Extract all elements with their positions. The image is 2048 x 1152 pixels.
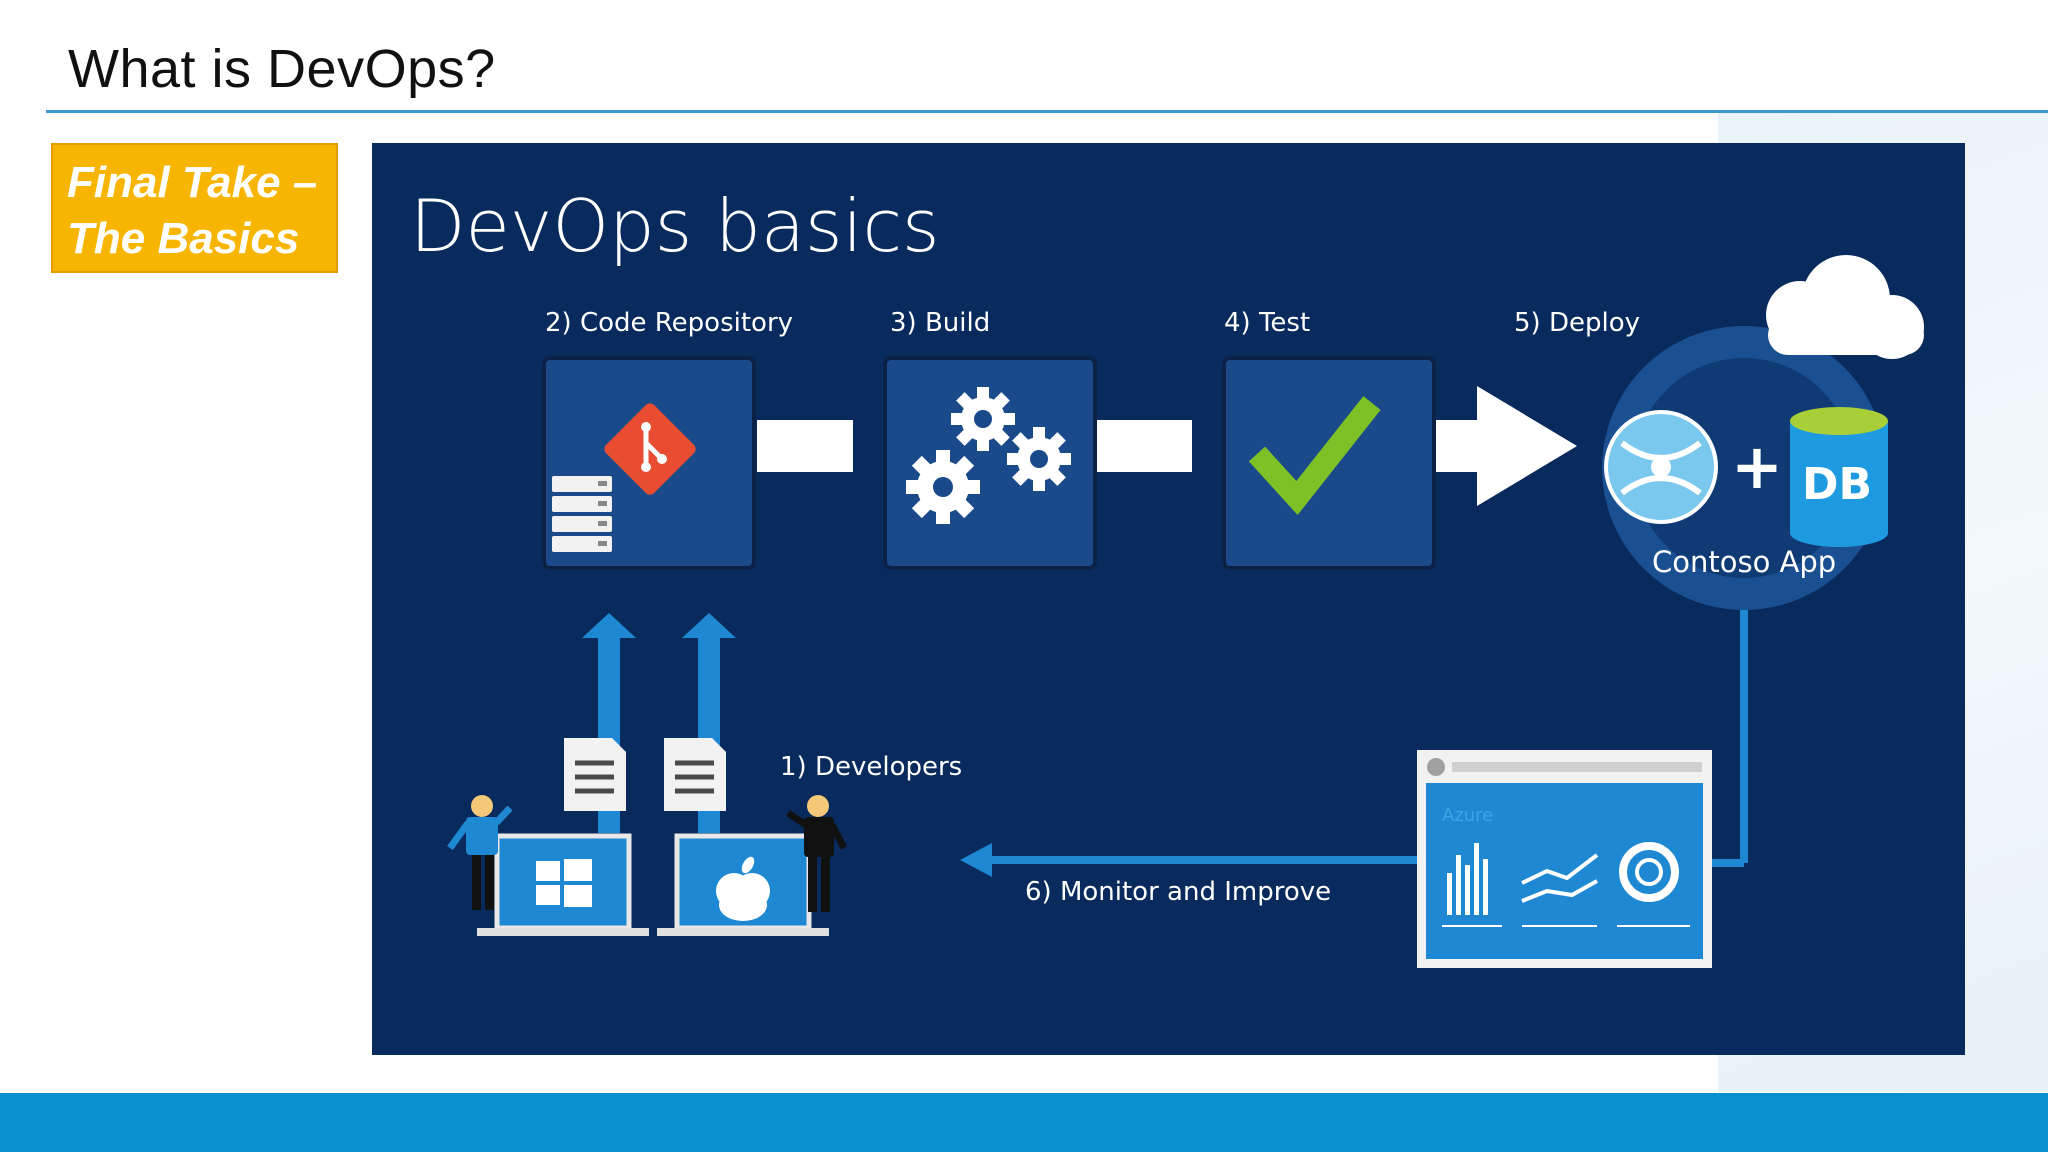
step-label-developers: 1) Developers — [780, 752, 962, 782]
callout-box: Final Take – The Basics — [51, 143, 338, 273]
developer-icon — [447, 795, 513, 910]
footer-bar — [0, 1093, 2048, 1152]
db-label: DB — [1802, 459, 1872, 510]
devops-diagram: DevOps basics 2) Code Repository 3) Buil… — [372, 143, 1965, 1055]
plus-sign: + — [1731, 430, 1783, 503]
app-label: Contoso App — [1652, 545, 1836, 579]
windows-icon — [536, 859, 592, 907]
slide-title: What is DevOps? — [68, 39, 496, 99]
gears-icon — [906, 387, 1071, 524]
dashboard-title: Azure — [1442, 805, 1493, 826]
app-service-icon — [1604, 410, 1718, 524]
step-label-test: 4) Test — [1224, 308, 1310, 338]
diagram-heading: DevOps basics — [410, 184, 940, 268]
cloud-icon — [1766, 255, 1924, 359]
apple-icon — [716, 856, 770, 921]
build-tile — [883, 356, 1097, 570]
test-tile — [1222, 356, 1436, 570]
code-repository-tile — [542, 356, 756, 570]
server-stack-icon — [552, 476, 612, 552]
deploy-arrow — [1435, 386, 1577, 506]
connector-repo-build — [757, 420, 853, 472]
step-label-deploy: 5) Deploy — [1514, 308, 1640, 338]
step-label-build: 3) Build — [890, 308, 990, 338]
git-icon — [604, 403, 696, 495]
callout-line-2: The Basics — [67, 214, 300, 263]
step-label-monitor: 6) Monitor and Improve — [1025, 877, 1331, 907]
connector-build-test — [1096, 420, 1192, 472]
checkmark-icon — [1248, 396, 1381, 516]
step-label-repo: 2) Code Repository — [545, 308, 793, 338]
callout-line-1: Final Take – — [67, 158, 318, 207]
document-icon — [564, 738, 626, 811]
developer-icon — [786, 795, 848, 912]
title-divider — [46, 110, 2048, 113]
document-icon — [664, 738, 726, 811]
mac-laptop — [657, 833, 829, 936]
monitor-arrow — [960, 843, 1417, 877]
windows-laptop — [477, 833, 649, 936]
database-icon: DB — [1790, 407, 1888, 547]
dashboard-icon: Azure — [1417, 750, 1712, 968]
